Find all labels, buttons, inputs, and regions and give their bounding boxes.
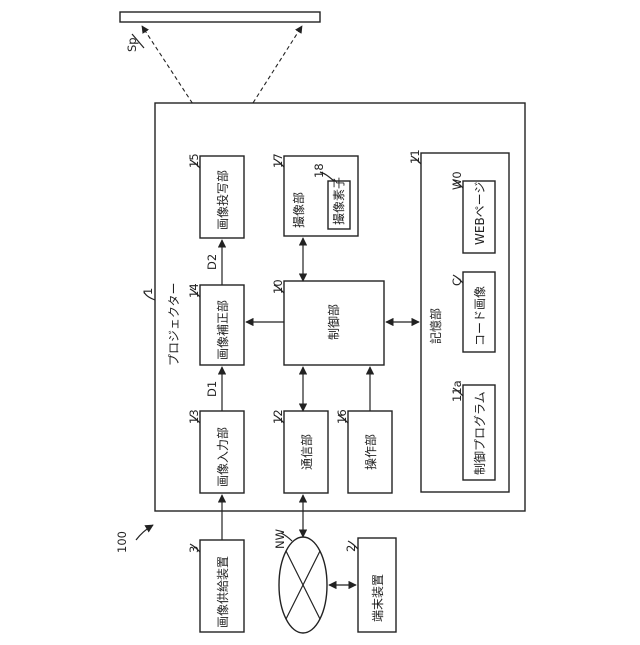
projector-label: プロジェクター: [167, 282, 181, 366]
sensor-label: 撮像素子: [332, 177, 346, 225]
operation-ref: 16: [335, 409, 349, 424]
control-program-label: 制御プログラム: [472, 391, 487, 475]
block-terminal: 端末装置 2: [329, 538, 396, 632]
correction-ref: 14: [187, 283, 201, 298]
control-ref: 10: [271, 279, 285, 294]
signal-d2-label: D2: [205, 254, 219, 270]
supply-ref: 3: [187, 546, 201, 553]
signal-d1-label: D1: [205, 381, 219, 397]
system-ref-group: 100: [115, 525, 153, 553]
comm-label: 通信部: [299, 434, 314, 470]
supply-label: 画像供給装置: [216, 556, 230, 628]
control-label: 制御部: [326, 304, 341, 340]
system-ref: 100: [115, 531, 129, 553]
imaging-label: 撮像部: [291, 192, 306, 228]
input-ref: 13: [187, 409, 201, 424]
control-program-ref: 11a: [450, 380, 464, 402]
block-storage: 記憶部 11 WEBページ W0 コード画像 C 制御プログラム 11a: [408, 149, 509, 492]
projection-label: 画像投写部: [215, 170, 230, 230]
imaging-ref: 17: [271, 153, 285, 168]
screen-ref: Sp: [125, 37, 139, 52]
network: NW: [273, 495, 327, 633]
block-control: 制御部 10: [271, 279, 384, 365]
correction-label: 画像補正部: [215, 300, 230, 360]
screen: Sp: [120, 12, 320, 52]
terminal-ref: 2: [344, 545, 358, 552]
storage-ref: 11: [408, 149, 422, 164]
comm-ref: 12: [271, 409, 285, 424]
code-image-label: コード画像: [473, 286, 487, 346]
network-ref: NW: [273, 529, 287, 549]
webpage-ref: W0: [450, 171, 464, 190]
projector-ref: 1: [141, 288, 155, 295]
operation-label: 操作部: [363, 434, 378, 470]
storage-label: 記憶部: [428, 308, 443, 344]
block-supply: 画像供給装置 3: [187, 495, 244, 632]
code-image-ref: C: [450, 278, 464, 286]
sensor-ref: 18: [312, 163, 326, 178]
terminal-label: 端末装置: [371, 574, 385, 622]
webpage-label: WEBページ: [473, 182, 487, 245]
projection-ref: 15: [187, 153, 201, 168]
block-imaging: 撮像部 撮像素子 18 17: [271, 153, 358, 236]
input-label: 画像入力部: [215, 427, 230, 487]
